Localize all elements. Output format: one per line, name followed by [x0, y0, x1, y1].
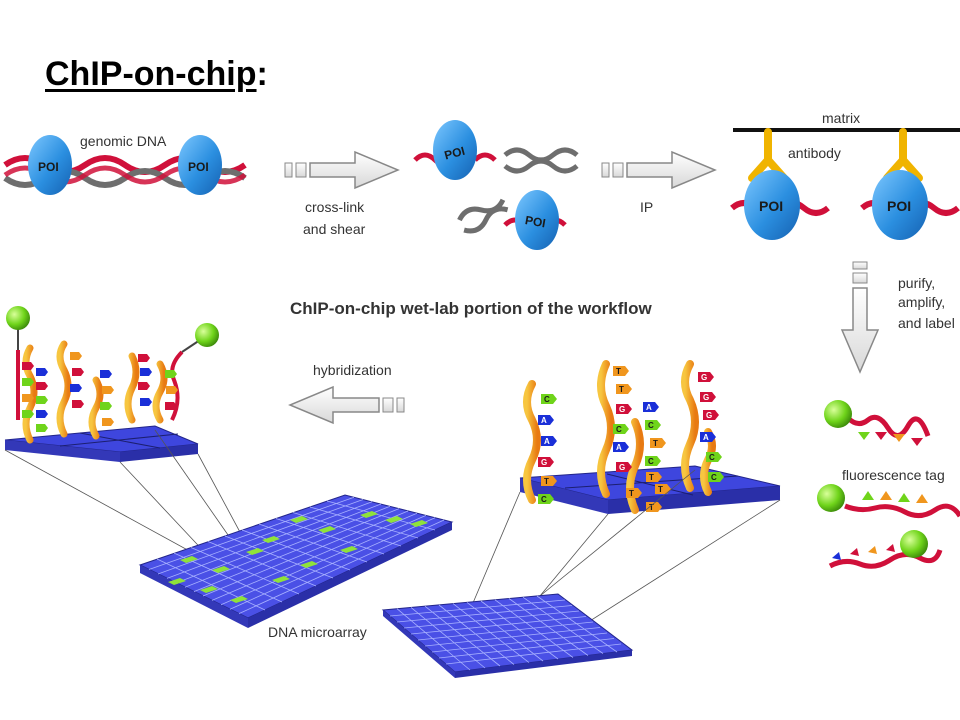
- purify-label-2: amplify,: [898, 294, 945, 310]
- microarray-plain: [381, 593, 634, 678]
- sheared-fragments: POI POI: [413, 120, 579, 250]
- poi-label-2: POI: [188, 160, 209, 174]
- poi-label-4: POI: [524, 213, 547, 230]
- probe-2-base-3: G: [619, 405, 625, 414]
- poi-protein-6: [872, 170, 928, 240]
- probe-4-base-3: G: [706, 411, 712, 420]
- probe-strand-4: [681, 360, 699, 492]
- purify-label-1: purify,: [898, 275, 935, 291]
- hyb-probe-2: [56, 340, 72, 438]
- probe-3-bases: A C T C T T: [626, 402, 666, 498]
- crosslink-arrow: [284, 150, 400, 190]
- slide-title: ChIP-on-chip:: [45, 55, 268, 94]
- genomic-dna-group: POI POI genomic DNA: [3, 133, 247, 195]
- hybridization-arrow: [288, 385, 405, 425]
- probe-strand-2: [597, 360, 615, 498]
- poi-label-5: POI: [759, 198, 783, 214]
- probe-2-base-5: A: [616, 443, 622, 452]
- hyb-fluorescence-ball-2: [195, 323, 219, 347]
- ip-arrow: [601, 150, 717, 190]
- fluorescence-ball-1: [824, 400, 852, 428]
- purify-label-3: and label: [898, 315, 955, 331]
- hyb-fluorescence-ball-1: [6, 306, 30, 330]
- matrix-label: matrix: [822, 110, 860, 126]
- poi-label-3: POI: [443, 144, 467, 163]
- probe-2-base-2: T: [619, 385, 624, 394]
- fluorescence-ball-2: [817, 484, 845, 512]
- probe-2-base-1: T: [616, 367, 621, 376]
- probe-2-bases: T T G C A G T T: [613, 366, 671, 512]
- probe-4-base-6: C: [711, 473, 717, 482]
- fluorescence-tag-label: fluorescence tag: [842, 467, 945, 483]
- poi-protein-1: [28, 135, 72, 195]
- crosslink-label-1: cross-link: [305, 199, 365, 215]
- probe-4-base-1: G: [701, 373, 707, 382]
- slide-title-text: ChIP-on-chip: [45, 55, 257, 93]
- hyb-probe-3: [88, 376, 104, 440]
- slide-title-colon: :: [256, 55, 268, 93]
- probe-chip-tile-side: [520, 478, 608, 514]
- antibody-label: antibody: [788, 145, 841, 161]
- probe-1-base-3: A: [544, 437, 550, 446]
- poi-protein-2: [178, 135, 222, 195]
- poi-protein-3: [433, 120, 477, 180]
- probe-1-bases: C A A G T C: [538, 394, 557, 504]
- hybridization-label: hybridization: [313, 362, 392, 378]
- genomic-dna-label: genomic DNA: [80, 133, 167, 149]
- probe-3-base-2: C: [648, 421, 654, 430]
- probe-strand-1: [523, 380, 541, 504]
- poi-label-6: POI: [887, 198, 911, 214]
- probe-4-base-5: C: [709, 453, 715, 462]
- probe-1-base-4: G: [541, 458, 547, 467]
- purify-arrow: [840, 261, 880, 374]
- fluorescence-ball-3: [900, 530, 928, 558]
- hyb-probe-4: [124, 352, 140, 424]
- workflow-caption: ChIP-on-chip wet-lab portion of the work…: [290, 299, 652, 318]
- probe-3-base-5: T: [649, 473, 654, 482]
- poi-protein-5: [744, 170, 800, 240]
- probe-1-base-2: A: [541, 416, 547, 425]
- poi-protein-4: [515, 190, 559, 250]
- probe-3-base-3: T: [653, 439, 658, 448]
- probe-2-base-4: C: [616, 425, 622, 434]
- microarray-hybridized: [138, 494, 454, 628]
- probe-4-bases: G G G A C C: [698, 372, 724, 482]
- probe-1-base-1: C: [544, 395, 550, 404]
- hyb-probe-5: [152, 360, 168, 424]
- probe-4-base-2: G: [703, 393, 709, 402]
- probe-2-base-6: G: [619, 463, 625, 472]
- hybridized-chip-zoom: [4, 306, 219, 462]
- probe-3-base-1: A: [646, 403, 652, 412]
- probe-2-base-8: T: [649, 503, 654, 512]
- crosslink-label-2: and shear: [303, 221, 366, 237]
- probe-3-base-6: T: [629, 489, 634, 498]
- probe-2-base-7: T: [658, 485, 663, 494]
- probe-4-base-4: A: [703, 433, 709, 442]
- labeled-fragments: fluorescence tag: [817, 400, 960, 569]
- dna-microarray-label: DNA microarray: [268, 624, 367, 640]
- poi-label-1: POI: [38, 160, 59, 174]
- probe-1-base-6: C: [541, 495, 547, 504]
- hyb-target-2: [170, 350, 184, 421]
- immunoprecipitation-group: matrix antibody POI POI: [730, 110, 960, 240]
- probe-1-base-5: T: [544, 477, 549, 486]
- ip-label: IP: [640, 199, 653, 215]
- probe-3-base-4: C: [648, 457, 654, 466]
